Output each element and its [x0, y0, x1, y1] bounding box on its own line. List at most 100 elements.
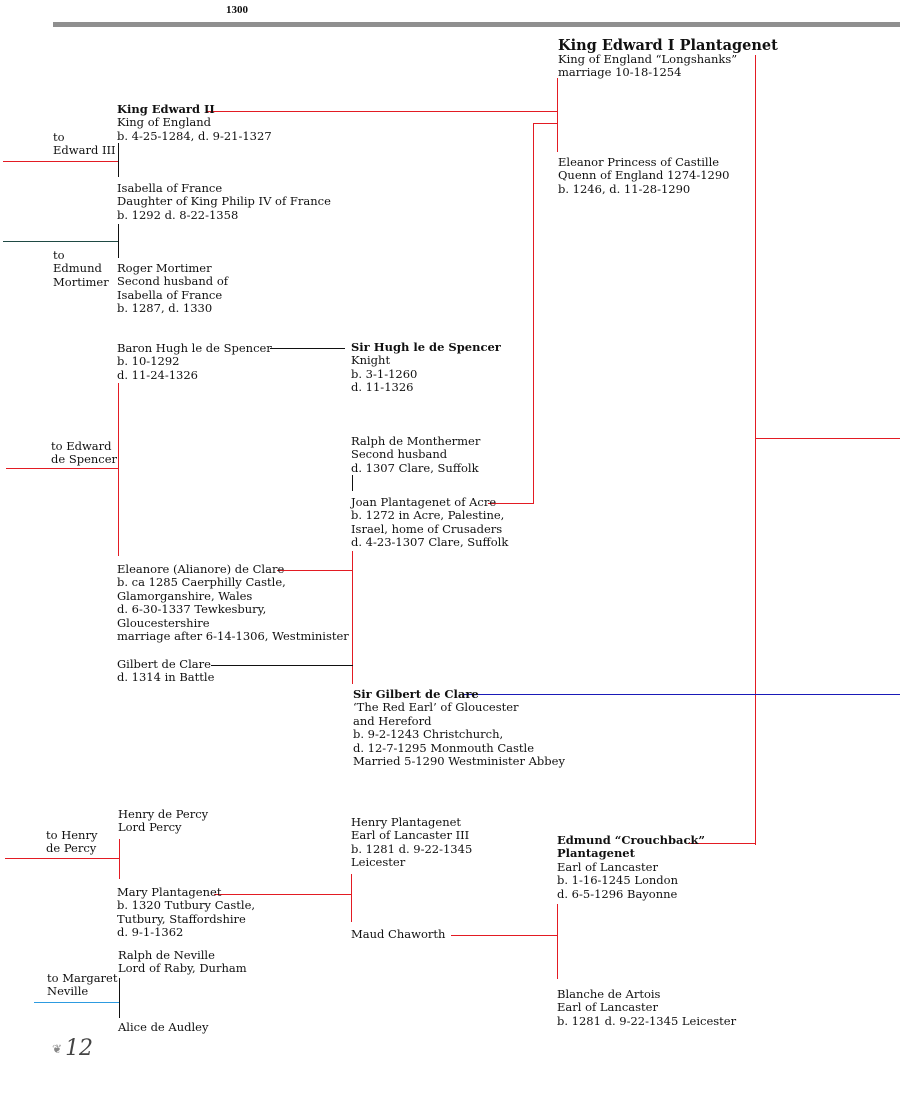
person-detail: d. 11-1326: [351, 380, 414, 395]
person-name: Henry Plantagenet: [351, 815, 462, 829]
person-mary: Mary Plantagenet b. 1320 Tutbury Castle,…: [117, 885, 256, 940]
link-text: Neville: [47, 984, 89, 999]
person-name: Eleanore (Alianore) de Clare: [117, 562, 285, 576]
link-label-edward-spencer: to Edward de Spencer: [51, 439, 117, 467]
link-joan-horizontal: [488, 503, 534, 504]
couple-line-hugh-eleanore: [118, 383, 119, 556]
link-sir-gilbert-to-right-edge: [464, 694, 900, 695]
link-text: Edmund: [53, 261, 102, 276]
link-text: to Margaret: [47, 971, 118, 985]
link-joan-vertical: [533, 123, 534, 504]
person-henry-percy: Henry de Percy Lord Percy: [118, 807, 209, 835]
person-detail: b. 1281 d. 9-22-1345: [351, 841, 473, 856]
person-detail: b. 4-25-1284, d. 9-21-1327: [117, 128, 272, 143]
person-detail: b. 1320 Tutbury Castle,: [117, 898, 256, 913]
link-edward2-to-edward1: [207, 111, 558, 112]
person-name: Sir Gilbert de Clare: [353, 687, 479, 701]
person-name: Alice de Audley: [118, 1020, 209, 1034]
person-henry-plantagenet: Henry Plantagenet Earl of Lancaster III …: [351, 815, 473, 870]
couple-line-joan-gilbert: [352, 551, 353, 684]
person-detail: Earl of Lancaster: [557, 1000, 658, 1015]
person-detail: King of England “Longshanks”: [558, 52, 738, 66]
person-detail: b. 1272 in Acre, Palestine,: [351, 508, 505, 523]
person-detail: b. 1-16-1245 London: [557, 873, 678, 888]
couple-line-isabella-roger: [118, 224, 119, 258]
person-baron-hugh: Baron Hugh le de Spencer b. 10-1292 d. 1…: [117, 341, 272, 382]
link-label-henry-percy: to Henry de Percy: [46, 828, 98, 856]
person-detail: ‘The Red Earl’ of Gloucester: [353, 700, 519, 715]
person-sir-hugh: Sir Hugh le de Spencer Knight b. 3-1-126…: [351, 340, 501, 395]
link-text: Mortimer: [53, 274, 109, 289]
person-detail: b. ca 1285 Caerphilly Castle,: [117, 575, 286, 590]
person-detail: King of England: [117, 115, 211, 130]
link-to-edward-de-spencer: [6, 468, 119, 469]
person-name: Plantagenet: [557, 846, 635, 861]
person-detail: b. 1292 d. 8-22-1358: [117, 207, 239, 222]
person-detail: b. 1287, d. 1330: [117, 301, 213, 316]
person-edward2: King Edward II King of England b. 4-25-1…: [117, 102, 272, 143]
link-text: Edward III: [53, 143, 116, 158]
leaf-ornament-icon: ❦: [52, 1042, 63, 1056]
link-label-margaret-neville: to Margaret Neville: [47, 971, 118, 999]
person-detail: marriage after 6-14-1306, Westminister: [117, 629, 349, 644]
person-name: Maud Chaworth: [351, 927, 446, 941]
link-maud-to-parents: [451, 935, 558, 936]
person-name: King Edward II: [117, 102, 215, 116]
link-label-edward3: to Edward III: [53, 130, 116, 158]
person-detail: Earl of Lancaster III: [351, 828, 470, 843]
couple-line-edward1-eleanor: [557, 78, 558, 152]
person-maud: Maud Chaworth: [351, 927, 446, 941]
person-name: Edmund “Crouchback”: [557, 833, 706, 847]
link-text: de Percy: [46, 841, 97, 856]
link-joan-to-couple-top: [533, 123, 558, 124]
link-edmund-to-trunk: [688, 843, 756, 844]
link-to-henry-de-percy: [5, 858, 120, 859]
couple-line-ralph-alice: [119, 978, 120, 1018]
person-detail: Daughter of King Philip IV of France: [117, 194, 331, 209]
person-detail: b. 9-2-1243 Christchurch,: [353, 727, 504, 742]
person-name: Isabella of France: [117, 181, 223, 195]
person-name: Mary Plantagenet: [117, 885, 222, 899]
person-ralph-neville: Ralph de Neville Lord of Raby, Durham: [118, 948, 247, 976]
couple-line-ralph-joan: [352, 475, 353, 491]
person-detail: Lord Percy: [118, 820, 182, 835]
person-detail: Earl of Lancaster: [557, 859, 658, 874]
person-alice: Alice de Audley: [118, 1020, 209, 1034]
person-edward1: King Edward I Plantagenet King of Englan…: [558, 38, 778, 80]
person-detail: d. 1314 in Battle: [117, 670, 215, 685]
person-detail: Glamorganshire, Wales: [117, 588, 253, 603]
link-gilbert-to-parents: [211, 665, 353, 666]
person-detail: Quenn of England 1274-1290: [558, 168, 730, 183]
person-detail: d. 1307 Clare, Suffolk: [351, 460, 479, 475]
link-to-edward3: [3, 161, 119, 162]
person-detail: marriage 10-18-1254: [558, 65, 682, 80]
person-detail: d. 11-24-1326: [117, 367, 198, 382]
person-detail: and Hereford: [353, 713, 432, 728]
person-blanche: Blanche de Artois Earl of Lancaster b. 1…: [557, 987, 737, 1028]
person-detail: Second husband of: [117, 274, 229, 289]
person-edmund: Edmund “Crouchback” Plantagenet Earl of …: [557, 833, 706, 901]
couple-line-henry-percy-mary: [119, 839, 120, 879]
person-name: Gilbert de Clare: [117, 657, 211, 671]
person-name: Blanche de Artois: [557, 987, 661, 1001]
person-detail: Israel, home of Crusaders: [351, 521, 503, 536]
person-detail: Tutbury, Staffordshire: [117, 911, 246, 926]
person-detail: d. 9-1-1362: [117, 925, 184, 940]
link-text: to: [53, 248, 65, 262]
person-detail: d. 4-23-1307 Clare, Suffolk: [351, 535, 509, 550]
line-edward1-right-trunk: [755, 55, 756, 845]
person-name: Henry de Percy: [118, 807, 209, 821]
link-text: to Henry: [46, 828, 98, 842]
person-name: Eleanor Princess of Castille: [558, 155, 720, 169]
page-number-text: 12: [65, 1036, 94, 1061]
person-detail: b. 10-1292: [117, 354, 180, 369]
person-name: Baron Hugh le de Spencer: [117, 341, 272, 355]
person-detail: b. 1281 d. 9-22-1345 Leicester: [557, 1013, 737, 1028]
person-name: Joan Plantagenet of Acre: [351, 495, 497, 509]
person-isabella: Isabella of France Daughter of King Phil…: [117, 181, 331, 222]
person-detail: Married 5-1290 Westminister Abbey: [353, 754, 565, 769]
person-eleanor-castille: Eleanor Princess of Castille Quenn of En…: [558, 155, 730, 196]
person-detail: Leicester: [351, 855, 406, 870]
line-trunk-to-right-edge: [755, 438, 900, 439]
couple-line-edward2-isabella: [118, 143, 119, 177]
